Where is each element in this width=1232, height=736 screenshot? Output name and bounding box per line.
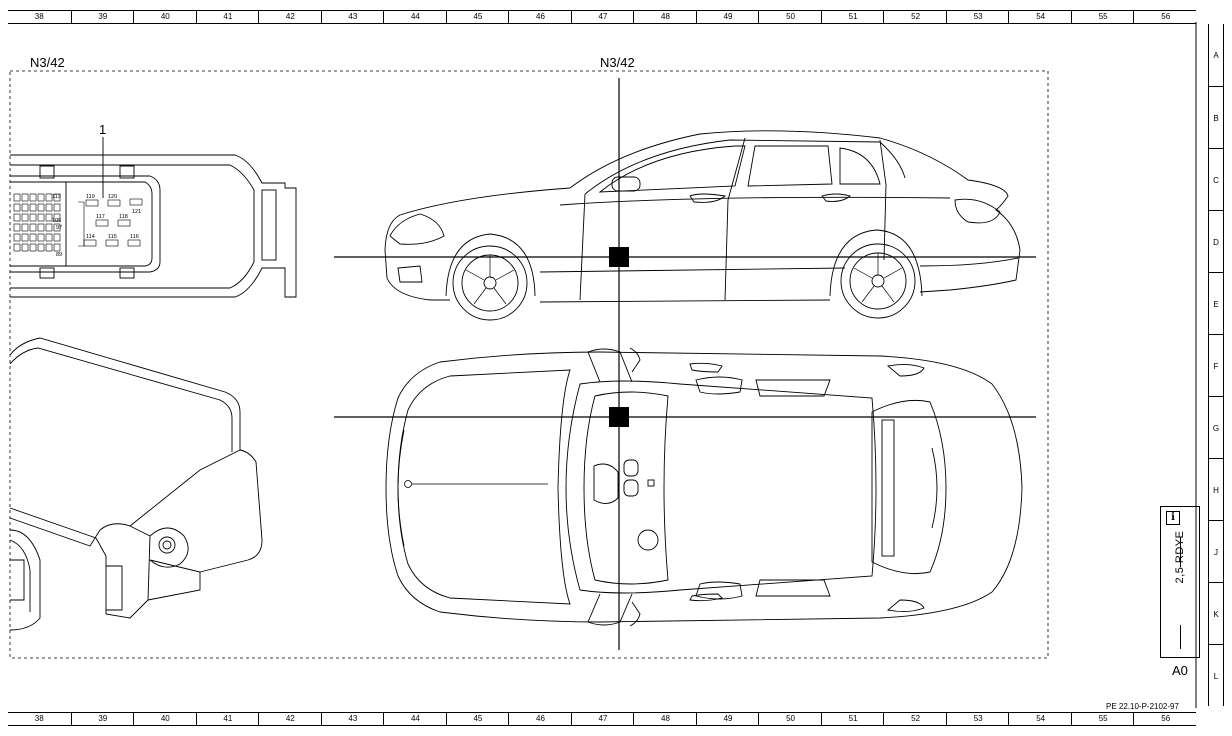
pin-label-120: 120 bbox=[108, 194, 117, 200]
grid-column-39: 39 bbox=[70, 713, 135, 725]
grid-column-46: 46 bbox=[508, 11, 572, 23]
grid-column-40: 40 bbox=[133, 11, 197, 23]
grid-column-45: 45 bbox=[445, 713, 510, 725]
location-crosshair bbox=[334, 78, 1036, 650]
pin-label-119: 119 bbox=[86, 194, 95, 200]
grid-row-J: J bbox=[1209, 520, 1223, 583]
grid-row-B: B bbox=[1209, 86, 1223, 149]
grid-column-38: 38 bbox=[34, 714, 44, 723]
grid-row-C: C bbox=[1209, 148, 1223, 211]
grid-column-45: 45 bbox=[445, 11, 510, 23]
grid-column-42: 42 bbox=[258, 713, 322, 725]
grid-column-56: 56 bbox=[1133, 713, 1197, 725]
grid-row-K: K bbox=[1209, 582, 1223, 645]
grid-row-D: D bbox=[1209, 210, 1223, 273]
grid-column-55: 55 bbox=[1070, 713, 1135, 725]
component-label-left: N3/42 bbox=[30, 55, 65, 70]
grid-column-48: 48 bbox=[633, 713, 697, 725]
component-label-center: N3/42 bbox=[600, 55, 635, 70]
pin-label-121: 121 bbox=[132, 209, 141, 215]
grid-column-52: 52 bbox=[883, 11, 947, 23]
control-module-view bbox=[9, 337, 263, 631]
grid-column-39: 39 bbox=[70, 11, 135, 23]
pin-label-113: 113 bbox=[52, 194, 61, 200]
callout-number: 1 bbox=[99, 122, 107, 137]
sheet-zone-label: A0 bbox=[1172, 663, 1188, 678]
grid-column-44: 44 bbox=[383, 11, 447, 23]
pin-label-114: 114 bbox=[86, 234, 95, 240]
grid-column-47: 47 bbox=[570, 11, 635, 23]
pin-label-115: 115 bbox=[108, 234, 117, 240]
grid-column-43: 43 bbox=[320, 713, 385, 725]
grid-row-F: F bbox=[1209, 334, 1223, 397]
grid-row-H: H bbox=[1209, 458, 1223, 521]
wire-info-box: i 2,5 RDYE bbox=[1160, 506, 1200, 658]
vehicle-side-view bbox=[384, 130, 1021, 321]
grid-column-40: 40 bbox=[133, 713, 197, 725]
grid-column-53: 53 bbox=[945, 11, 1010, 23]
grid-column-54: 54 bbox=[1008, 11, 1072, 23]
grid-row-L: L bbox=[1209, 644, 1223, 707]
grid-column-56: 56 bbox=[1133, 11, 1197, 23]
grid-column-38: 38 bbox=[34, 12, 44, 21]
grid-column-49: 49 bbox=[695, 11, 760, 23]
grid-column-41: 41 bbox=[195, 713, 260, 725]
grid-column-54: 54 bbox=[1008, 713, 1072, 725]
pin-label-117: 117 bbox=[96, 214, 105, 220]
grid-column-53: 53 bbox=[945, 713, 1010, 725]
grid-column-50: 50 bbox=[758, 713, 822, 725]
pin-label-105: 105 bbox=[52, 218, 61, 224]
pin-label-116: 116 bbox=[130, 234, 139, 240]
grid-column-52: 52 bbox=[883, 713, 947, 725]
grid-column-55: 55 bbox=[1070, 11, 1135, 23]
location-markers bbox=[609, 247, 629, 427]
pin-label-89: 89 bbox=[56, 252, 62, 258]
vehicle-top-view bbox=[385, 347, 1023, 627]
document-reference: PE 22.10-P-2102-97 bbox=[1106, 702, 1179, 711]
connector-detail bbox=[10, 137, 297, 298]
grid-row-A: A bbox=[1213, 50, 1219, 60]
grid-column-43: 43 bbox=[320, 11, 385, 23]
grid-column-51: 51 bbox=[820, 713, 885, 725]
pin-label-118: 118 bbox=[119, 214, 128, 220]
grid-column-47: 47 bbox=[570, 713, 635, 725]
wire-spec-label: 2,5 RDYE bbox=[1174, 530, 1186, 584]
info-icon[interactable]: i bbox=[1166, 511, 1180, 525]
grid-column-44: 44 bbox=[383, 713, 447, 725]
grid-column-48: 48 bbox=[633, 11, 697, 23]
grid-column-50: 50 bbox=[758, 11, 822, 23]
grid-row-G: G bbox=[1209, 396, 1223, 459]
grid-column-49: 49 bbox=[695, 713, 760, 725]
grid-column-46: 46 bbox=[508, 713, 572, 725]
grid-column-41: 41 bbox=[195, 11, 260, 23]
grid-row-E: E bbox=[1209, 272, 1223, 335]
pin-label-97: 97 bbox=[56, 225, 62, 231]
grid-column-51: 51 bbox=[820, 11, 885, 23]
grid-column-42: 42 bbox=[258, 11, 322, 23]
